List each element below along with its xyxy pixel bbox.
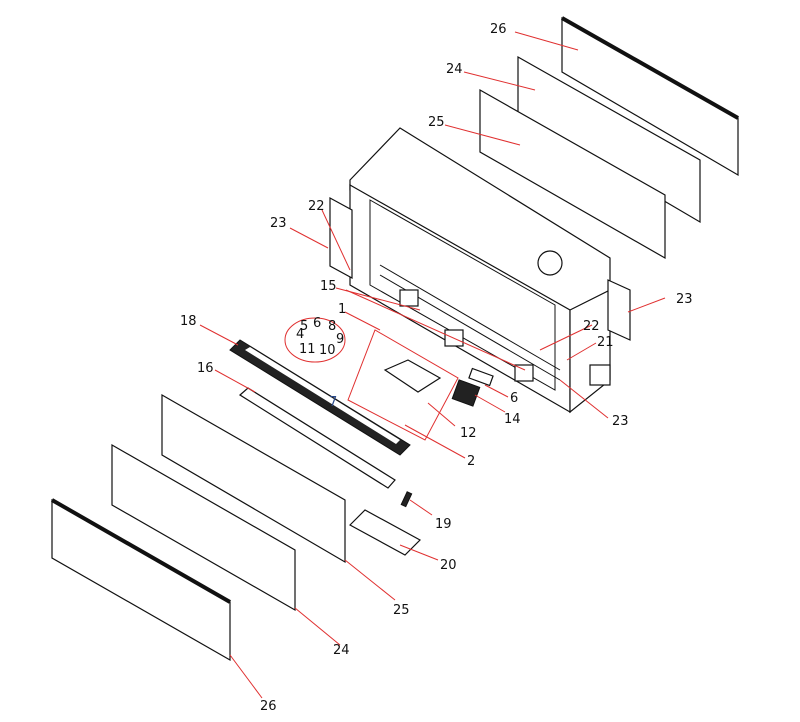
label-1: 1: [338, 302, 346, 317]
part-26-top-trim: [561, 16, 739, 120]
part-23-left-side: [329, 196, 353, 280]
part-18-frame: [229, 339, 411, 456]
label-25-bottom: 25: [393, 603, 410, 618]
label-2: 2: [467, 454, 475, 469]
part-25-bottom-glass: [161, 393, 346, 564]
part-24-bottom-glass: [111, 443, 296, 612]
label-23-left: 23: [270, 216, 287, 231]
label-22-right: 22: [583, 319, 600, 334]
label-20: 20: [440, 558, 457, 573]
label-5: 5: [300, 319, 308, 334]
label-9: 9: [336, 332, 344, 347]
label-21: 21: [597, 335, 614, 350]
label-7: 7: [329, 395, 337, 410]
label-15: 15: [320, 279, 337, 294]
part-19-clip: [400, 491, 413, 508]
part-14-block: [451, 379, 481, 407]
part-12-board: [383, 359, 442, 393]
label-19: 19: [435, 517, 452, 532]
part-18-frame-opening: [245, 347, 400, 444]
label-4: 4: [296, 327, 304, 342]
label-24-top: 24: [446, 62, 463, 77]
part-6-connector: [468, 367, 494, 387]
part-16-rail: [238, 387, 396, 489]
label-23-bottom-right: 23: [612, 414, 629, 429]
label-26-top: 26: [490, 22, 507, 37]
label-22-left: 22: [308, 199, 325, 214]
label-25-top: 25: [428, 115, 445, 130]
label-6-circle: 6: [313, 316, 321, 331]
part-1-callout-box: [347, 329, 459, 441]
label-8: 8: [328, 319, 336, 334]
label-12: 12: [460, 426, 477, 441]
label-10: 10: [319, 343, 336, 358]
part-25-top-glass: [479, 88, 666, 260]
label-24-bottom: 24: [333, 643, 350, 658]
leader-lines: [199, 31, 666, 699]
part-24-top-glass: [517, 55, 701, 224]
label-18: 18: [180, 314, 197, 329]
label-11: 11: [299, 342, 316, 357]
label-16: 16: [197, 361, 214, 376]
label-6: 6: [510, 391, 518, 406]
label-23-right: 23: [676, 292, 693, 307]
part-26-bottom-trim: [51, 498, 231, 604]
label-14: 14: [504, 412, 521, 427]
parts-group-circle: [284, 317, 346, 363]
label-26-bottom: 26: [260, 699, 277, 714]
part-23-right-side: [607, 279, 631, 341]
part-20-plate: [349, 509, 421, 556]
